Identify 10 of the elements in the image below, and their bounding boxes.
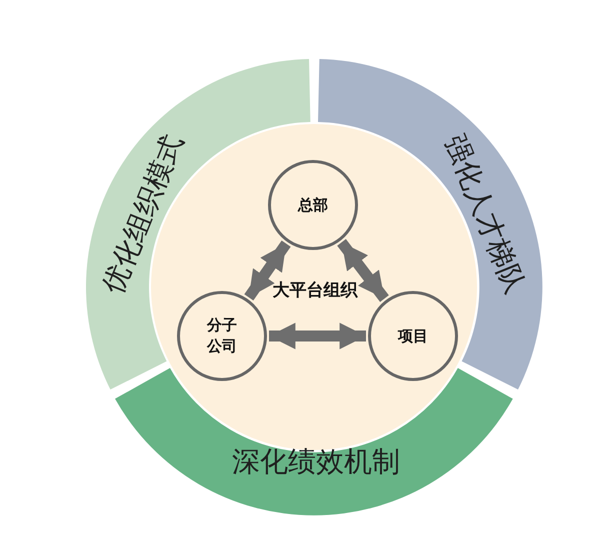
center-label: 大平台组织	[272, 280, 358, 302]
node-label: 分子公司	[206, 315, 238, 357]
node-label: 项目	[396, 326, 429, 346]
segment-label: 强化人才梯队	[438, 128, 534, 299]
node-label: 总部	[296, 194, 329, 216]
double-arrow	[337, 239, 389, 302]
double-arrow	[269, 322, 366, 350]
segment-label: 深化绩效机制	[232, 444, 400, 480]
segment-label: 优化组织模式	[94, 128, 190, 299]
double-arrow	[244, 240, 291, 301]
